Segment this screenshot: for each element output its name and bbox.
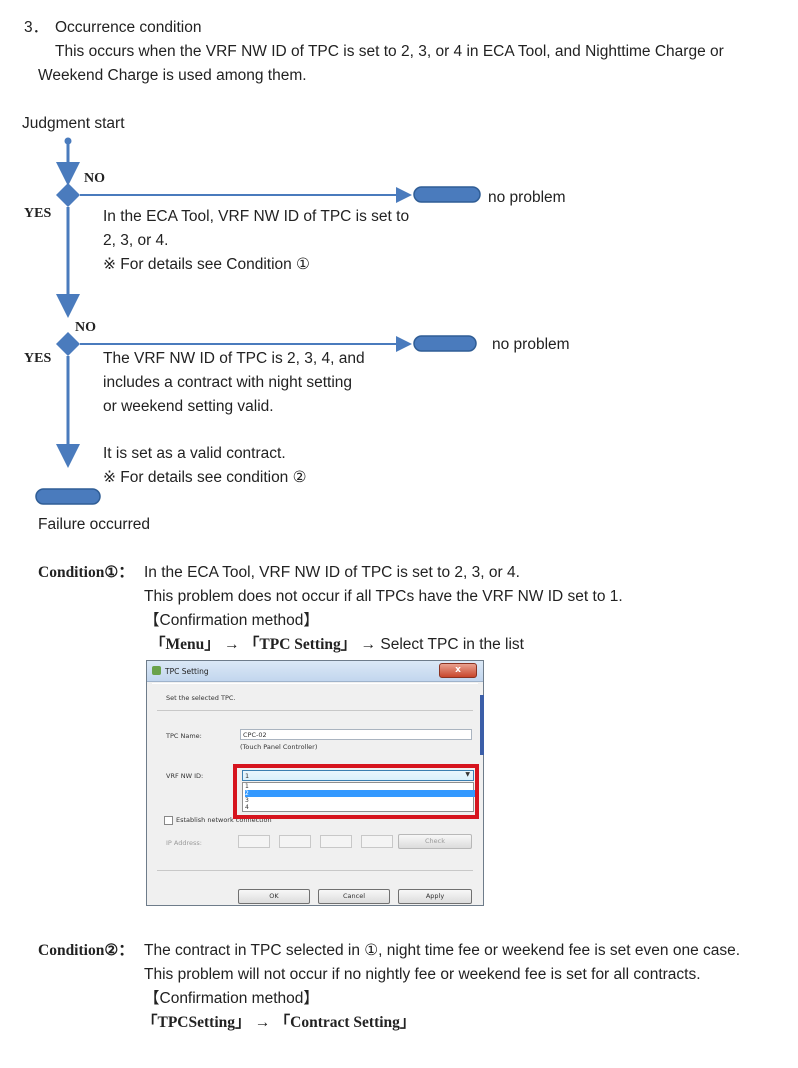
ip-address-label: IP Address: xyxy=(166,839,202,847)
path-tpcsetting: 「TPCSetting」 xyxy=(142,1014,251,1031)
ok-button[interactable]: OK xyxy=(238,889,310,904)
condition-2-colon: ： xyxy=(118,942,134,959)
check-button[interactable]: Check xyxy=(398,834,472,849)
decision-diamond-1 xyxy=(56,183,80,207)
tpc-name-label: TPC Name: xyxy=(166,732,202,740)
flow-no-label-1: NO xyxy=(84,171,105,186)
option-1[interactable]: 1 xyxy=(245,783,249,790)
tpc-name-value: CPC-02 xyxy=(243,731,267,739)
section-number: 3． xyxy=(24,18,48,38)
vrf-nw-id-value: 1 xyxy=(245,772,250,780)
flow-cond-1-line-1: In the ECA Tool, VRF NW ID of TPC is set… xyxy=(103,208,410,225)
tpc-setting-dialog: TPC Setting x Set the selected TPC. TPC … xyxy=(146,660,484,906)
decision-diamond-2 xyxy=(56,332,80,356)
section-title: Occurrence condition xyxy=(55,19,202,36)
flow-start-label: Judgment start xyxy=(22,115,125,132)
cancel-button[interactable]: Cancel xyxy=(318,889,390,904)
establish-checkbox[interactable] xyxy=(164,816,173,825)
chevron-down-icon: ▼ xyxy=(465,771,470,778)
path-arrow-2: → xyxy=(360,636,377,653)
flow-cond-2-line-5: ※ For details see condition ② xyxy=(103,469,307,486)
establish-label: Establish network connection xyxy=(176,816,272,824)
path-arrow: → xyxy=(254,1014,271,1031)
flow-cond-2-line-3: or weekend setting valid. xyxy=(103,398,274,415)
path-tpc-setting: 「TPC Setting」 xyxy=(243,636,357,653)
condition-2-line-2: This problem will not occur if no nightl… xyxy=(144,966,701,983)
dialog-heading: Set the selected TPC. xyxy=(166,694,236,702)
flow-cond-2-line-1: The VRF NW ID of TPC is 2, 3, 4, and xyxy=(103,350,365,367)
option-4[interactable]: 4 xyxy=(245,804,249,811)
path-menu: 「Menu」 xyxy=(150,636,220,653)
condition-2-label: Condition②： xyxy=(38,941,134,961)
close-button[interactable]: x xyxy=(439,663,477,678)
condition-1-line-1: In the ECA Tool, VRF NW ID of TPC is set… xyxy=(144,564,520,581)
option-3[interactable]: 3 xyxy=(245,797,249,804)
flow-yes-label-2: YES xyxy=(24,351,52,366)
flow-cond-1-line-3: ※ For details see Condition ① xyxy=(103,256,310,273)
condition-1-path: 「Menu」 → 「TPC Setting」 → Select TPC in t… xyxy=(150,635,524,655)
dialog-titlebar: TPC Setting x xyxy=(147,661,483,682)
condition-1-label-text: Condition① xyxy=(38,564,119,581)
condition-2-line-1: The contract in TPC selected in ①, night… xyxy=(144,942,741,959)
flow-cond-1-line-2: 2, 3, or 4. xyxy=(103,232,169,249)
condition-1-colon: ： xyxy=(118,564,134,581)
vrf-nw-id-label: VRF NW ID: xyxy=(166,772,204,780)
tpc-name-sub: (Touch Panel Controller) xyxy=(240,743,318,751)
condition-2-label-text: Condition② xyxy=(38,942,119,959)
flowchart xyxy=(35,137,481,505)
flow-no-label-2: NO xyxy=(75,320,96,335)
section-line-2: Weekend Charge is used among them. xyxy=(38,67,307,84)
terminal-failure xyxy=(35,488,101,505)
ip-octet-4[interactable] xyxy=(361,835,393,848)
condition-1-method: 【Confirmation method】 xyxy=(144,612,319,629)
flow-cond-2-line-2: includes a contract with night setting xyxy=(103,374,352,391)
flow-result-2: no problem xyxy=(492,336,570,353)
separator-bottom xyxy=(157,870,473,871)
path-arrow-1: → xyxy=(224,636,240,653)
flow-cond-2-line-4: It is set as a valid contract. xyxy=(103,445,286,462)
terminal-no-problem-1 xyxy=(413,186,481,203)
path-select-tpc: Select TPC in the list xyxy=(380,636,524,653)
ip-octet-3[interactable] xyxy=(320,835,352,848)
vrf-nw-id-select[interactable]: 1 ▼ xyxy=(242,770,474,781)
ip-octet-2[interactable] xyxy=(279,835,311,848)
apply-button[interactable]: Apply xyxy=(398,889,472,904)
tpc-name-field[interactable]: CPC-02 xyxy=(240,729,472,740)
highlight-box xyxy=(233,764,479,819)
path-contract-setting: 「Contract Setting」 xyxy=(274,1014,416,1031)
flow-yes-label-1: YES xyxy=(24,206,52,221)
condition-1-line-2: This problem does not occur if all TPCs … xyxy=(144,588,623,605)
dialog-title: TPC Setting xyxy=(165,667,209,676)
condition-1-label: Condition①： xyxy=(38,563,134,583)
option-2[interactable]: 2 xyxy=(245,790,475,797)
flow-end-label: Failure occurred xyxy=(38,516,150,533)
flow-result-1: no problem xyxy=(488,189,566,206)
section-number-text: 3． xyxy=(24,19,49,36)
dialog-panel: Set the selected TPC. TPC Name: CPC-02 (… xyxy=(152,683,478,904)
edge-strip xyxy=(480,695,484,755)
condition-2-method: 【Confirmation method】 xyxy=(144,990,319,1007)
section-line-1: This occurs when the VRF NW ID of TPC is… xyxy=(55,43,724,60)
condition-2-path: 「TPCSetting」 → 「Contract Setting」 xyxy=(142,1013,415,1033)
terminal-no-problem-2 xyxy=(413,335,477,352)
vrf-nw-id-options: 1 2 3 4 xyxy=(242,782,475,812)
separator xyxy=(157,710,473,711)
ip-octet-1[interactable] xyxy=(238,835,270,848)
app-icon xyxy=(152,666,161,675)
